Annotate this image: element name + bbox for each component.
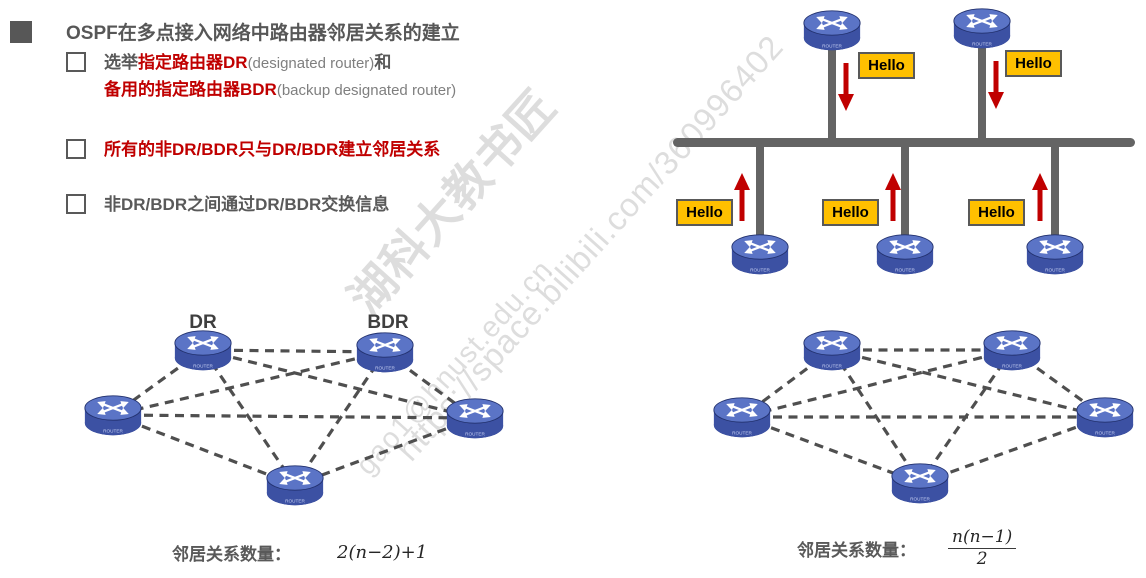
mesh-edge bbox=[112, 350, 386, 417]
bullet-text-segment: 指定路由器DR bbox=[138, 53, 248, 72]
router-icon bbox=[804, 11, 860, 50]
formula-denominator: 2 bbox=[976, 549, 988, 569]
router-icon bbox=[1027, 235, 1083, 274]
formula-full-mesh: n(n−1) 2 bbox=[948, 527, 1017, 569]
mesh-diagram-dr-bdr: DR BDR bbox=[58, 312, 532, 538]
formula-dr-bdr: 2(n−2)+1 bbox=[337, 542, 428, 563]
router-icon bbox=[954, 9, 1010, 48]
router-icon bbox=[175, 331, 231, 370]
hello-badge: Hello bbox=[676, 199, 733, 226]
router-icon bbox=[984, 331, 1040, 370]
bus-topology-diagram bbox=[673, 0, 1135, 300]
hello-badge: Hello bbox=[968, 199, 1025, 226]
dr-label: DR bbox=[189, 312, 217, 333]
bullet-text-segment: (designated router) bbox=[247, 55, 375, 72]
router-icon bbox=[267, 466, 323, 505]
bullet-text: 非DR/BDR之间通过DR/BDR交换信息 bbox=[104, 192, 389, 218]
mesh-edge bbox=[293, 351, 387, 486]
hello-arrow-down bbox=[838, 61, 1004, 111]
mesh-edge bbox=[202, 348, 476, 420]
bus-line bbox=[673, 138, 1135, 147]
router-icon bbox=[357, 333, 413, 372]
router-icon bbox=[804, 331, 860, 370]
caption-left: 邻居关系数量： 2(n−2)+1 bbox=[172, 540, 427, 565]
bullet-text-segment: 所有的非DR/BDR只与DR/BDR建立邻居关系 bbox=[104, 140, 441, 159]
formula-numerator: n(n−1) bbox=[948, 527, 1017, 549]
section-header: OSPF在多点接入网络中路由器邻居关系的建立 bbox=[10, 18, 460, 45]
bullet-text: 选举指定路由器DR(designated router)和备用的指定路由器BDR… bbox=[104, 50, 456, 104]
mesh-edge bbox=[830, 349, 922, 484]
mesh-diagram-full bbox=[688, 298, 1146, 538]
hello-arrow-up bbox=[734, 173, 1048, 221]
mesh-edge bbox=[112, 413, 296, 487]
router-icon bbox=[85, 396, 141, 435]
bullet-text-segment: 选举 bbox=[104, 53, 138, 72]
hello-badge: Hello bbox=[822, 199, 879, 226]
checkbox-icon bbox=[66, 194, 86, 214]
router-icon bbox=[1077, 398, 1133, 437]
drop-links bbox=[756, 36, 1059, 253]
neighbor-count-label: 邻居关系数量： bbox=[172, 545, 291, 564]
mesh-edges-and-routers bbox=[714, 331, 1133, 503]
caption-right: 邻居关系数量： n(n−1) 2 bbox=[797, 527, 1017, 569]
mesh-edge bbox=[201, 349, 297, 486]
bullet-item: 非DR/BDR之间通过DR/BDR交换信息 bbox=[66, 192, 389, 218]
mesh-edge bbox=[294, 416, 476, 487]
bullet-text-segment: 和 bbox=[374, 53, 392, 72]
mesh-edge bbox=[112, 413, 476, 420]
bullet-text: 所有的非DR/BDR只与DR/BDR建立邻居关系 bbox=[104, 137, 440, 163]
section-bullet-square-icon bbox=[10, 20, 32, 43]
bullet-text-segment: 非DR/BDR之间通过DR/BDR交换信息 bbox=[104, 195, 390, 214]
mesh-edge bbox=[919, 415, 1106, 485]
hello-badge: Hello bbox=[1005, 50, 1062, 77]
neighbor-count-label: 邻居关系数量： bbox=[797, 540, 916, 560]
router-icon bbox=[892, 464, 948, 503]
mesh-edges-and-routers bbox=[85, 331, 503, 505]
bullet-item: 所有的非DR/BDR只与DR/BDR建立邻居关系 bbox=[66, 137, 440, 163]
hello-badge: Hello bbox=[858, 52, 915, 79]
bullet-text-segment: (backup designated router) bbox=[276, 82, 457, 99]
checkbox-icon bbox=[66, 139, 86, 159]
mesh-edge bbox=[741, 415, 921, 485]
router-icon bbox=[714, 398, 770, 437]
checkbox-icon bbox=[66, 52, 86, 72]
router-icon bbox=[877, 235, 933, 274]
router-icon bbox=[732, 235, 788, 274]
bullet-item: 选举指定路由器DR(designated router)和备用的指定路由器BDR… bbox=[66, 50, 456, 104]
mesh-edge bbox=[831, 348, 1106, 419]
page-title: OSPF在多点接入网络中路由器邻居关系的建立 bbox=[66, 23, 460, 44]
router-icon bbox=[447, 399, 503, 438]
bdr-label: BDR bbox=[367, 312, 408, 333]
bullet-text-segment: 备用的指定路由器BDR bbox=[104, 80, 277, 99]
